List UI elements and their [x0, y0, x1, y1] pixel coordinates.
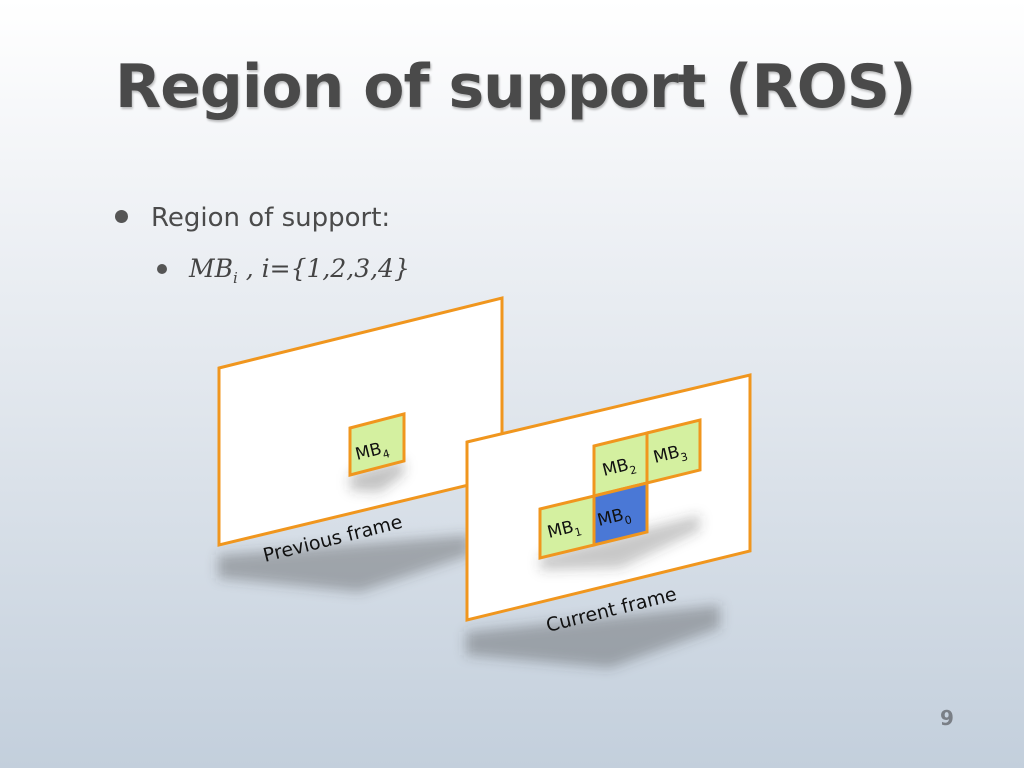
- bullet-level2-var: MB: [189, 254, 233, 283]
- mb-row-shadow: [540, 515, 700, 570]
- block-mb3: [645, 418, 702, 485]
- previous-frame-shadow: [218, 535, 470, 592]
- bullet-level1-text: Region of support:: [151, 203, 391, 233]
- block-mb4-label: MB4: [353, 437, 391, 467]
- bullet-dot-icon: [157, 263, 167, 274]
- bullet-level2-sub: i: [232, 269, 238, 287]
- previous-frame: MB4 Previous frame: [217, 296, 504, 592]
- current-frame-shadow: [466, 605, 720, 668]
- bullet-level2-rest: , i={1,2,3,4}: [237, 254, 410, 283]
- page-number: 9: [940, 706, 954, 730]
- block-mb4: [348, 412, 406, 477]
- current-frame: MB1 MB0 MB2 MB3 Current frame: [465, 373, 752, 668]
- block-mb0-label: MB0: [595, 503, 633, 533]
- slide-title: Region of support (ROS): [115, 52, 916, 122]
- bullet-level2: MBi , i={1,2,3,4}: [157, 254, 410, 287]
- mb4-shadow: [350, 460, 404, 492]
- bullet-level1: Region of support:: [115, 203, 390, 233]
- block-mb0: [592, 481, 649, 547]
- bullet-dot-icon: [115, 210, 128, 223]
- previous-frame-plane: [217, 296, 504, 547]
